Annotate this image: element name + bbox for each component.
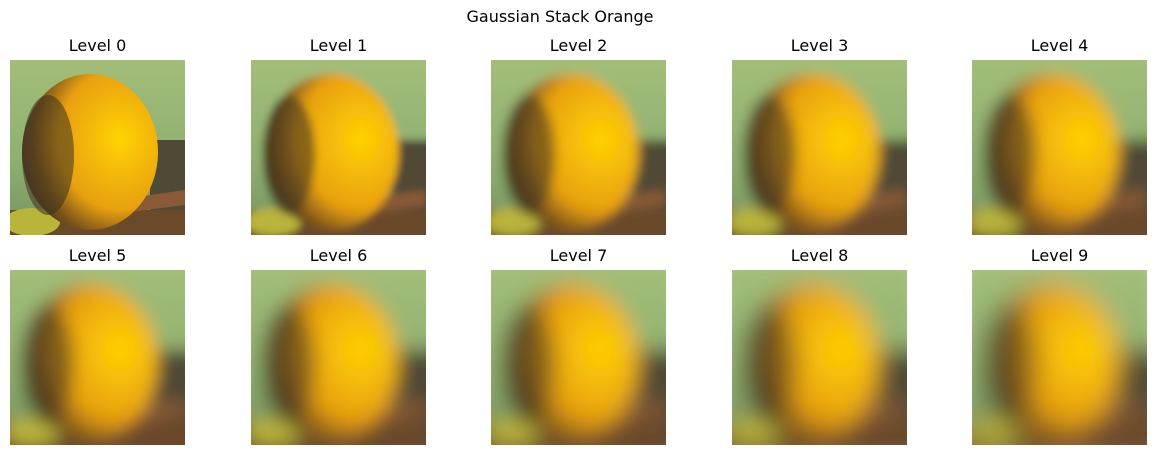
- figure-title: Gaussian Stack Orange: [466, 7, 654, 26]
- panel-level-3: Level 3: [732, 36, 907, 236]
- orange-image: [251, 270, 426, 445]
- panel-title: Level 2: [549, 36, 608, 55]
- panel-level-0: Level 0: [10, 36, 185, 236]
- orange-image: [972, 270, 1147, 445]
- orange-image: [10, 60, 185, 235]
- panel-title: Level 5: [68, 246, 127, 265]
- orange-image: [732, 60, 907, 235]
- panel-title: Level 1: [309, 36, 368, 55]
- panel-level-4: Level 4: [972, 36, 1147, 236]
- panel-level-1: Level 1: [251, 36, 426, 236]
- panel-title: Level 0: [68, 36, 127, 55]
- panel-level-9: Level 9: [972, 246, 1147, 446]
- orange-image: [732, 270, 907, 445]
- orange-image: [10, 270, 185, 445]
- panel-level-5: Level 5: [10, 246, 185, 446]
- orange-image: [972, 60, 1147, 235]
- orange-image: [491, 270, 666, 445]
- panel-level-7: Level 7: [491, 246, 666, 446]
- panel-title: Level 4: [1030, 36, 1089, 55]
- panel-title: Level 3: [790, 36, 849, 55]
- panel-title: Level 8: [790, 246, 849, 265]
- panel-level-6: Level 6: [251, 246, 426, 446]
- panel-level-8: Level 8: [732, 246, 907, 446]
- panel-title: Level 7: [549, 246, 608, 265]
- orange-image: [491, 60, 666, 235]
- panel-title: Level 9: [1030, 246, 1089, 265]
- panel-title: Level 6: [309, 246, 368, 265]
- panel-level-2: Level 2: [491, 36, 666, 236]
- orange-image: [251, 60, 426, 235]
